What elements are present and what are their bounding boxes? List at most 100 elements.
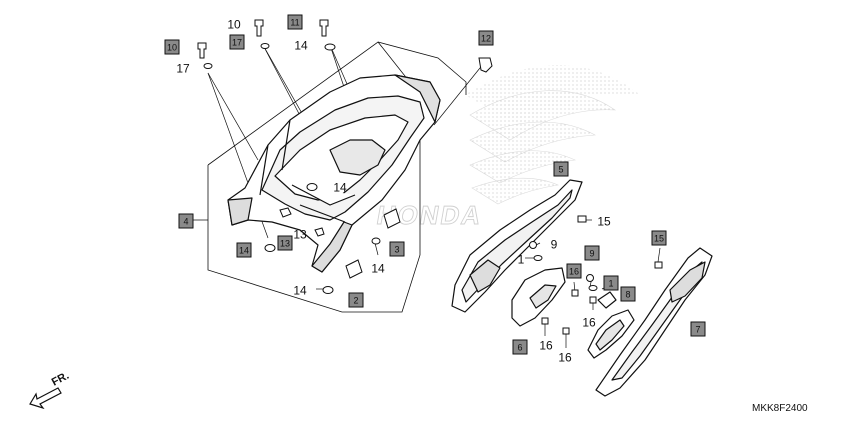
washer-17-left xyxy=(203,63,213,69)
callout-number: 1 xyxy=(518,253,525,267)
front-arrow-icon xyxy=(29,387,62,410)
callout-3: 3 xyxy=(389,241,405,257)
grommet-14-low xyxy=(322,286,334,294)
callout-box xyxy=(584,245,600,261)
callout-number: 3 xyxy=(394,245,399,255)
front-direction-indicator: FR. xyxy=(29,370,71,410)
callout-box xyxy=(348,292,364,308)
screw-16-a xyxy=(571,289,579,297)
callout-box xyxy=(553,161,569,177)
callout-box xyxy=(178,213,194,229)
callout-number: 15 xyxy=(654,234,664,244)
callout-number: 17 xyxy=(176,62,190,76)
nut-9-b xyxy=(586,274,594,282)
callout-14: 14 xyxy=(333,181,347,195)
rear-frame-assembly xyxy=(227,74,441,273)
callout-number: 17 xyxy=(232,38,242,48)
callout-10: 10 xyxy=(227,18,241,32)
bracket-1-8 xyxy=(587,291,635,359)
callout-number: 14 xyxy=(293,284,307,298)
callout-box xyxy=(277,235,293,251)
grommet-14-low-left xyxy=(264,244,276,252)
callout-7: 7 xyxy=(690,321,706,337)
callout-number: 2 xyxy=(353,296,358,306)
grommet-14-top xyxy=(324,43,336,51)
callout-number: 1 xyxy=(608,279,613,289)
callout-16: 16 xyxy=(566,263,582,279)
callout-number: 11 xyxy=(290,18,299,28)
callout-number: 9 xyxy=(589,249,594,259)
nut-13-b xyxy=(314,227,325,237)
callout-15: 15 xyxy=(597,215,611,229)
grommet-14-right xyxy=(371,237,381,245)
callout-14: 14 xyxy=(236,242,252,258)
callout-11: 11 xyxy=(287,14,303,30)
callout-number: 14 xyxy=(371,262,385,276)
callout-box xyxy=(512,339,528,355)
screw-16-b xyxy=(589,296,597,304)
bracket-6 xyxy=(511,267,566,327)
bolt-10-left xyxy=(197,42,207,59)
callout-4: 4 xyxy=(178,213,194,229)
callout-number: 16 xyxy=(582,316,596,330)
callout-number: 14 xyxy=(294,39,308,53)
callout-number: 8 xyxy=(625,290,630,300)
callout-box xyxy=(478,30,494,46)
right-fasteners xyxy=(529,215,663,335)
callout-box xyxy=(229,34,245,50)
side-cover-5 xyxy=(451,179,583,313)
callout-17: 17 xyxy=(176,62,190,76)
nut-13-a xyxy=(279,207,292,218)
nut-9-a xyxy=(529,241,537,249)
callout-14: 14 xyxy=(371,262,385,276)
callout-number: 10 xyxy=(167,43,177,53)
callout-14: 14 xyxy=(294,39,308,53)
callout-box xyxy=(690,321,706,337)
callout-number: 16 xyxy=(539,339,553,353)
callout-number: 6 xyxy=(517,343,522,353)
washer-1-a xyxy=(533,255,543,261)
plate-2 xyxy=(345,259,363,279)
callout-number: 10 xyxy=(227,18,241,32)
callout-box xyxy=(566,263,582,279)
callout-box xyxy=(389,241,405,257)
callout-5: 5 xyxy=(553,161,569,177)
washer-17-top xyxy=(260,43,270,49)
callout-16: 16 xyxy=(539,339,553,353)
callout-15: 15 xyxy=(651,230,667,246)
callout-box xyxy=(164,39,180,55)
callout-number: 15 xyxy=(597,215,611,229)
callout-9: 9 xyxy=(584,245,600,261)
screw-16-d xyxy=(562,327,570,335)
callout-14: 14 xyxy=(293,284,307,298)
bolt-10-top xyxy=(254,19,264,37)
callout-10: 10 xyxy=(164,39,180,55)
front-direction-label: FR. xyxy=(50,370,71,389)
callout-number: 9 xyxy=(551,238,558,252)
washer-1-b xyxy=(588,285,598,291)
callout-number: 4 xyxy=(183,217,188,227)
callout-16: 16 xyxy=(582,316,596,330)
callout-1: 1 xyxy=(603,275,619,291)
callout-number: 5 xyxy=(558,165,563,175)
callout-box xyxy=(603,275,619,291)
callout-box xyxy=(287,14,303,30)
callout-2: 2 xyxy=(348,292,364,308)
screw-15-b xyxy=(654,261,663,269)
callout-6: 6 xyxy=(512,339,528,355)
callout-16: 16 xyxy=(558,351,572,365)
grommet-14-mid xyxy=(306,183,318,191)
callout-box xyxy=(651,230,667,246)
clip-12 xyxy=(478,57,493,73)
callout-8: 8 xyxy=(620,286,636,302)
side-cover-7 xyxy=(595,247,713,397)
callout-box xyxy=(620,286,636,302)
callout-12: 12 xyxy=(478,30,494,46)
callout-number: 16 xyxy=(569,267,579,277)
callout-1: 1 xyxy=(518,253,525,267)
callout-number: 7 xyxy=(695,325,700,335)
callout-number: 13 xyxy=(280,239,290,249)
callout-box xyxy=(236,242,252,258)
